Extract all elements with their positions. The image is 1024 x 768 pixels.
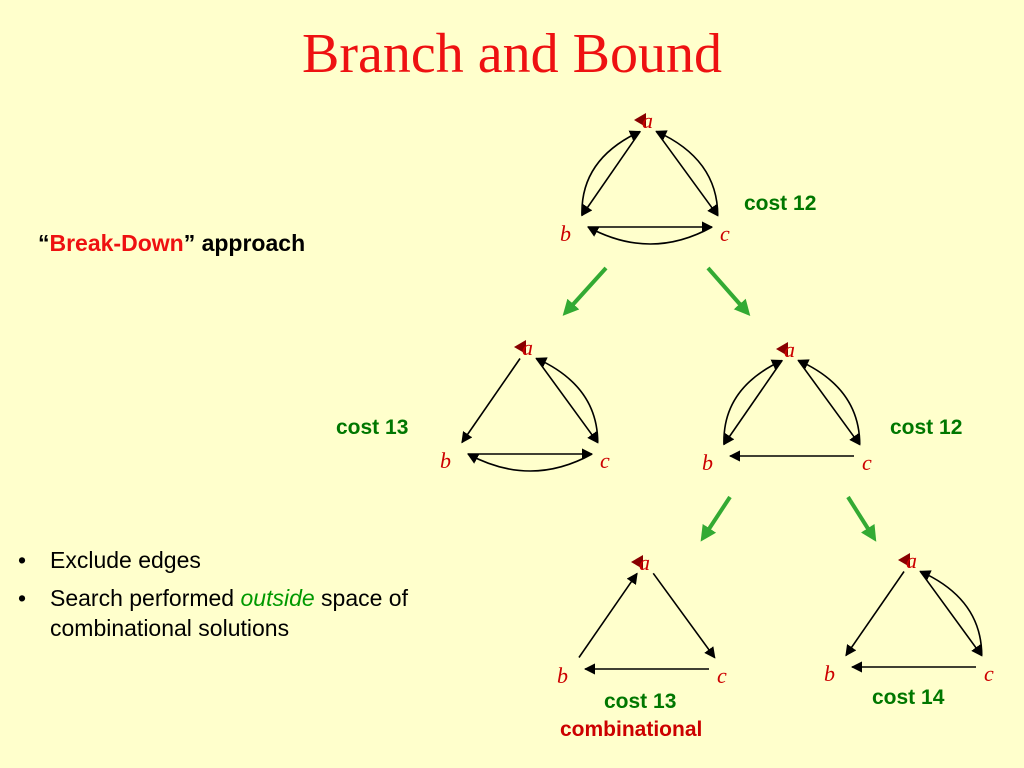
edge-c-b xyxy=(467,453,593,472)
node-label-b: b xyxy=(557,663,568,688)
branch-arrows xyxy=(562,266,877,542)
node-label-c: c xyxy=(600,448,610,473)
branch-arrow xyxy=(846,495,877,542)
start-marker xyxy=(776,342,788,356)
edge-c-a xyxy=(797,359,861,445)
branch-arrow xyxy=(700,495,732,542)
cost-label-right: cost 12 xyxy=(890,416,962,439)
edge-a-b xyxy=(461,358,521,444)
bullet-item: • Search performed outside space of comb… xyxy=(18,583,518,643)
start-marker xyxy=(898,553,910,567)
bullet-text: Exclude edges xyxy=(50,547,201,573)
node-label-c: c xyxy=(862,450,872,475)
graph-bottom-left: a b c xyxy=(557,550,727,688)
node-label-b: b xyxy=(824,661,835,686)
bullet-list: • Exclude edges • Search performed outsi… xyxy=(18,545,518,651)
cost-label-bottom-right: cost 14 xyxy=(872,686,945,709)
graph-right: a b c xyxy=(702,337,872,475)
edge-c-b xyxy=(587,226,713,245)
edge-c-a xyxy=(919,570,983,656)
branch-arrow xyxy=(562,266,608,316)
edge-b-a xyxy=(723,359,784,445)
edge-a-c xyxy=(797,359,861,446)
edge-a-c xyxy=(652,572,716,659)
edge-a-b xyxy=(723,360,783,446)
edge-c-a xyxy=(535,357,599,443)
node-label-b: b xyxy=(440,448,451,473)
edge-c-a xyxy=(655,130,719,216)
graphs-layer: a b c a b c a b c a b c a b c xyxy=(440,108,994,688)
approach-word: approach xyxy=(195,230,306,256)
start-marker xyxy=(514,340,526,354)
edge-a-c xyxy=(919,570,983,657)
branch-arrow xyxy=(706,266,751,317)
start-marker xyxy=(631,555,643,569)
bullet-item: • Exclude edges xyxy=(18,545,518,575)
combinational-label: combinational xyxy=(560,718,702,741)
slide-title: Branch and Bound xyxy=(302,23,722,85)
bullet-marker: • xyxy=(18,547,27,573)
quote-open: “ xyxy=(38,230,50,256)
bullet-text-post: space of combinational solutions xyxy=(50,585,408,641)
edge-a-c xyxy=(535,357,599,444)
cost-label-left: cost 13 xyxy=(336,416,408,439)
node-label-a: a xyxy=(639,550,650,575)
node-label-a: a xyxy=(784,337,795,362)
edge-a-c xyxy=(655,130,719,217)
node-label-c: c xyxy=(984,661,994,686)
node-label-a: a xyxy=(906,548,917,573)
graph-root: a b c xyxy=(560,108,730,246)
quote-close: ” xyxy=(183,230,196,256)
outside-highlight: outside xyxy=(240,585,315,611)
approach-heading: “Break-Down” approach xyxy=(38,230,305,257)
node-label-b: b xyxy=(702,450,713,475)
node-label-c: c xyxy=(717,663,727,688)
start-marker xyxy=(634,113,646,127)
graph-bottom-right: a b c xyxy=(824,548,994,686)
node-label-a: a xyxy=(522,335,533,360)
cost-label-bottom-left: cost 13 xyxy=(604,690,676,713)
bullet-text-pre: Search performed xyxy=(50,585,241,611)
graph-left: a b c xyxy=(440,335,610,473)
bullet-marker: • xyxy=(18,585,27,611)
node-label-c: c xyxy=(720,221,730,246)
node-label-a: a xyxy=(642,108,653,133)
edge-a-b xyxy=(845,571,905,657)
cost-label-root: cost 12 xyxy=(744,192,816,215)
edge-b-a xyxy=(578,572,638,658)
edge-a-b xyxy=(581,131,641,217)
edge-b-a xyxy=(581,130,642,216)
break-down-highlight: Break-Down xyxy=(49,230,184,256)
node-label-b: b xyxy=(560,221,571,246)
